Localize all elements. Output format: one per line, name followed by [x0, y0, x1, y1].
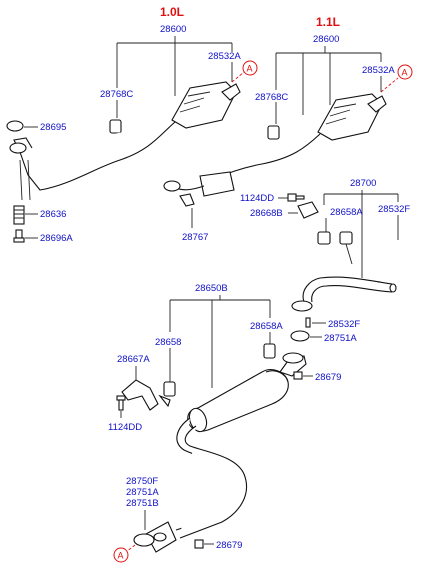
center-pipe-28700: [291, 276, 397, 312]
label-28751A-mid: 28751A: [324, 333, 357, 344]
front-pipe-1-1: [163, 133, 321, 207]
label-28600-right: 28600: [313, 34, 339, 45]
bolt-28532F-mid: [305, 317, 311, 328]
hanger-28658: [163, 381, 176, 397]
label-28667A: 28667A: [117, 354, 150, 365]
bolt-28696A: [13, 229, 25, 243]
label-28658: 28658: [155, 337, 181, 348]
label-28751A-bottom: 28751A: [126, 487, 159, 498]
label-28750F: 28750F: [126, 476, 158, 487]
gasket-28751B: [133, 533, 155, 547]
bracket-28650B: [169, 295, 271, 388]
label-28696A: 28696A: [40, 233, 73, 244]
label-28650B: 28650B: [195, 283, 228, 294]
svg-text:A: A: [402, 68, 408, 78]
muffler-28650B: [187, 352, 307, 433]
label-28700: 28700: [350, 178, 376, 189]
label-28767: 28767: [182, 232, 208, 243]
bolt-1124DD-top: [287, 193, 305, 202]
label-28636: 28636: [40, 209, 66, 220]
label-28600-left: 28600: [160, 24, 186, 35]
label-28532A-left: 28532A: [208, 51, 241, 62]
bracket-28600-right: [275, 46, 382, 124]
hanger-28768C-right: [267, 125, 280, 140]
label-28532A-right: 28532A: [362, 65, 395, 76]
engine-1-0-header: 1.0L: [160, 5, 184, 19]
label-1124DD-bottom: 1124DD: [108, 422, 142, 433]
label-28679-mid: 28679: [315, 372, 341, 383]
gasket-28695: [6, 120, 24, 132]
bracket-28600-left: [116, 36, 233, 118]
hanger-28658A-top-b: [339, 231, 353, 245]
bracket-28700: [323, 190, 399, 278]
label-28658A-mid: 28658A: [250, 321, 283, 332]
front-pipe-1-0: [9, 121, 176, 201]
ref-marker-a-bottom: A: [113, 547, 129, 563]
catalytic-converter-1-1: [317, 93, 387, 141]
label-28532F-top: 28532F: [378, 204, 410, 215]
ref-marker-a-left: A: [242, 60, 258, 76]
gasket-28751A-mid: [290, 330, 310, 342]
hanger-28768C-left: [109, 119, 122, 134]
hanger-28658A-mid: [263, 343, 276, 359]
svg-text:A: A: [118, 551, 124, 561]
label-28668B: 28668B: [250, 208, 283, 219]
bracket-28668B: [297, 201, 319, 219]
tail-pipe: [145, 417, 248, 553]
engine-1-1-header: 1.1L: [316, 15, 340, 29]
label-28751B: 28751B: [126, 498, 159, 509]
label-28658A-top: 28658A: [330, 207, 363, 218]
nut-28679-bottom: [194, 539, 204, 549]
label-28768C-left: 28768C: [100, 89, 133, 100]
bracket-28667A: [121, 379, 159, 411]
bolt-1124DD-bottom: [116, 395, 126, 411]
label-1124DD-top: 1124DD: [240, 193, 274, 204]
hanger-28658A-top: [317, 231, 331, 245]
svg-text:A: A: [247, 64, 253, 74]
label-28695: 28695: [40, 122, 66, 133]
spring-28636: [13, 205, 25, 225]
ref-marker-a-right: A: [397, 64, 413, 80]
label-28532F-mid: 28532F: [328, 319, 360, 330]
catalytic-converter-1-0: [171, 81, 241, 129]
label-28768C-right: 28768C: [255, 92, 288, 103]
nut-28679-mid: [293, 371, 303, 380]
label-28679-bottom: 28679: [216, 540, 242, 551]
